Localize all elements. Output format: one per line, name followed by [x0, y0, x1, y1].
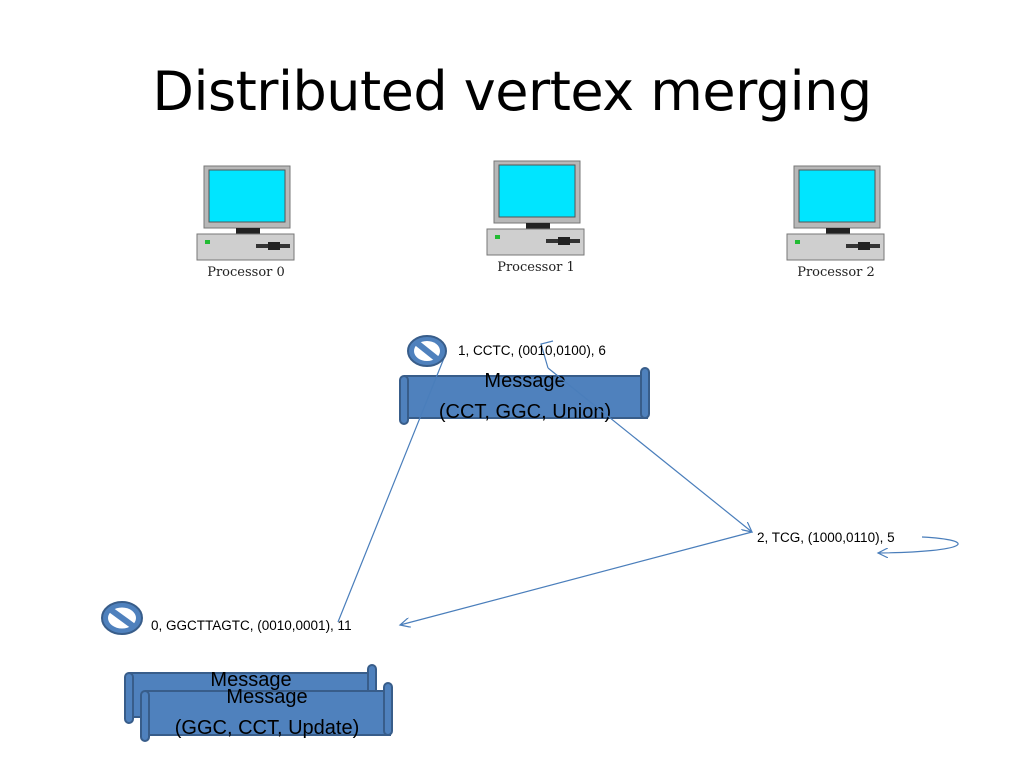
message-scroll-update: Message (GGC, CCT, Update) — [138, 681, 396, 743]
message-content: (CCT, GGC, Union) — [438, 401, 612, 423]
processor-label: Processor 1 — [497, 260, 575, 275]
vertex-label-1: 1, CCTC, (0010,0100), 6 — [458, 343, 606, 358]
processor-label: Processor 0 — [207, 265, 285, 280]
no-entry-icon — [101, 601, 143, 635]
message-title: Message — [226, 686, 308, 708]
processor-1: Processor 1 — [486, 158, 586, 283]
message-scroll-union: Message (CCT, GGC, Union) — [397, 366, 653, 426]
message-title: Message — [484, 370, 566, 392]
edge-v0-to-v1 — [337, 357, 445, 623]
computer-icon — [486, 160, 585, 256]
processor-0: Processor 0 — [196, 163, 296, 288]
message-title: Message — [210, 669, 292, 691]
slide-title: Distributed vertex merging — [152, 60, 872, 123]
computer-icon — [786, 165, 885, 261]
processor-2: Processor 2 — [786, 163, 886, 288]
vertex-label-2: 2, TCG, (1000,0110), 5 — [757, 530, 895, 545]
self-loop-v2 — [878, 536, 959, 553]
edge-v2-to-v0 — [400, 531, 753, 625]
edge-v1-to-v2 — [547, 367, 752, 532]
arrowhead-v1 — [540, 340, 554, 369]
scroll-shape — [140, 682, 393, 742]
scroll-shape — [399, 367, 650, 425]
message-content: (GGC, CCT, Update) — [174, 717, 360, 739]
processor-label: Processor 2 — [797, 265, 875, 280]
vertex-label-0: 0, GGCTTAGTC, (0010,0001), 11 — [151, 618, 352, 633]
no-entry-icon — [407, 335, 447, 367]
computer-icon — [196, 165, 295, 261]
